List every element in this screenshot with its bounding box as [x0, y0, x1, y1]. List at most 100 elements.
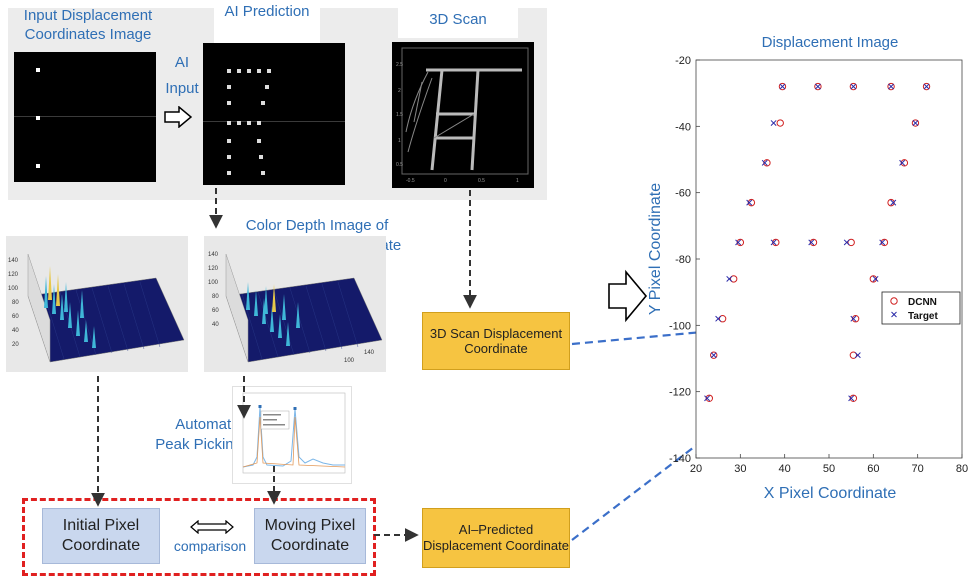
svg-text:1: 1	[516, 178, 519, 184]
ai-prediction-title-box	[214, 0, 320, 46]
svg-text:100: 100	[344, 358, 355, 364]
x-tick-label: 40	[779, 463, 791, 475]
y-tick-label: -100	[669, 320, 691, 332]
svg-text:0.5: 0.5	[396, 162, 403, 168]
x-tick-label: 80	[956, 463, 968, 475]
svg-text:2.5: 2.5	[396, 62, 403, 68]
y-tick-label: -140	[669, 453, 691, 465]
svg-text:100: 100	[8, 286, 19, 292]
x-tick-label: 50	[823, 463, 835, 475]
target-point	[814, 83, 821, 90]
svg-text:140: 140	[208, 252, 219, 258]
dcnn-point	[847, 238, 855, 247]
ai-input-label: AI Input	[165, 54, 199, 97]
svg-text:2: 2	[398, 88, 401, 94]
target-point	[770, 239, 777, 246]
chart-title: Displacement Image	[761, 34, 899, 51]
peak-picking-plot	[232, 386, 352, 484]
moving-pixel-coordinate-box: Moving Pixel Coordinate	[254, 508, 366, 564]
scan-title-box	[398, 8, 518, 38]
dcnn-point	[911, 119, 920, 127]
target-point	[808, 239, 815, 246]
target-point	[912, 120, 919, 126]
dcnn-point	[747, 198, 756, 207]
legend-dcnn-marker	[890, 297, 898, 305]
displacement-scatter-chart: 20 30 40 50 60 70 80 -20 -40 -60 -80 -100 -120 -140 D…	[669, 55, 968, 475]
svg-text:140: 140	[364, 350, 375, 356]
ai-prediction-title: AI Prediction	[224, 3, 310, 20]
scan-title: 3D Scan	[429, 11, 487, 28]
svg-text:20: 20	[12, 342, 19, 348]
dcnn-point	[880, 238, 889, 247]
target-point	[848, 395, 855, 402]
target-point	[888, 83, 895, 90]
chart-xlabel: X Pixel Coordinate	[763, 485, 897, 502]
dcnn-point	[849, 82, 858, 91]
svg-text:0: 0	[444, 178, 447, 184]
svg-text:40: 40	[12, 328, 19, 334]
target-point	[761, 159, 768, 166]
y-tick-label: -60	[675, 188, 691, 200]
dcnn-point	[809, 238, 818, 247]
y-tick-label: -40	[675, 121, 691, 133]
dcnn-point	[900, 159, 909, 167]
x-tick-label: 20	[690, 463, 702, 475]
target-point	[715, 315, 722, 322]
y-tick-label: -120	[669, 387, 691, 399]
svg-text:140: 140	[8, 258, 19, 264]
target-point	[890, 199, 897, 206]
target-point	[872, 275, 879, 282]
target-point	[850, 315, 857, 322]
target-point	[735, 239, 742, 246]
dcnn-point	[887, 82, 895, 91]
svg-text:100: 100	[208, 280, 219, 286]
dcnn-point	[887, 198, 895, 207]
target-point	[854, 352, 861, 359]
dcnn-point	[869, 275, 878, 283]
input-displacement-image	[14, 52, 156, 182]
target-point	[746, 199, 753, 206]
svg-text:1: 1	[398, 138, 401, 144]
target-point	[899, 159, 906, 166]
dcnn-point	[736, 238, 745, 247]
comparison-label: comparison	[173, 538, 247, 554]
x-tick-label: 70	[912, 463, 924, 475]
svg-text:60: 60	[212, 308, 219, 314]
x-tick-label: 30	[734, 463, 746, 475]
initial-pixel-coordinate-box: Initial Pixel Coordinate	[42, 508, 160, 564]
legend-box	[881, 291, 961, 325]
svg-text:-0.5: -0.5	[406, 178, 415, 184]
dcnn-point	[814, 82, 822, 91]
input-image-title: Input Displacement Coordinates Image	[23, 7, 153, 43]
target-point	[879, 239, 886, 246]
dcnn-point	[922, 82, 931, 91]
dcnn-point	[763, 159, 771, 167]
double-arrow-icon	[190, 520, 234, 534]
x-tick-label: 60	[867, 463, 879, 475]
target-point	[710, 352, 717, 359]
peak-picking-label: Automatic Peak Picking	[155, 416, 242, 453]
svg-text:80: 80	[212, 294, 219, 300]
scan-displacement-box: 3D Scan Displacement Coordinate	[422, 312, 570, 370]
dcnn-point	[851, 315, 860, 323]
svg-text:80: 80	[12, 300, 19, 306]
target-point	[704, 395, 711, 402]
ai-prediction-image	[203, 43, 345, 185]
comparison-group	[22, 498, 376, 576]
dcnn-point	[778, 82, 787, 91]
svg-text:120: 120	[8, 272, 19, 278]
y-tick-label: -20	[675, 55, 691, 67]
dcnn-point	[710, 351, 718, 359]
right-arrow-icon	[164, 106, 192, 128]
dcnn-point	[849, 351, 858, 359]
y-tick-label: -80	[675, 254, 691, 266]
target-point	[923, 83, 930, 90]
dcnn-point	[729, 275, 738, 283]
svg-text:1.5: 1.5	[396, 112, 403, 118]
dcnn-point	[718, 315, 727, 323]
ai-predicted-displacement-box: AI–Predicted Displacement Coordinate	[422, 508, 570, 568]
